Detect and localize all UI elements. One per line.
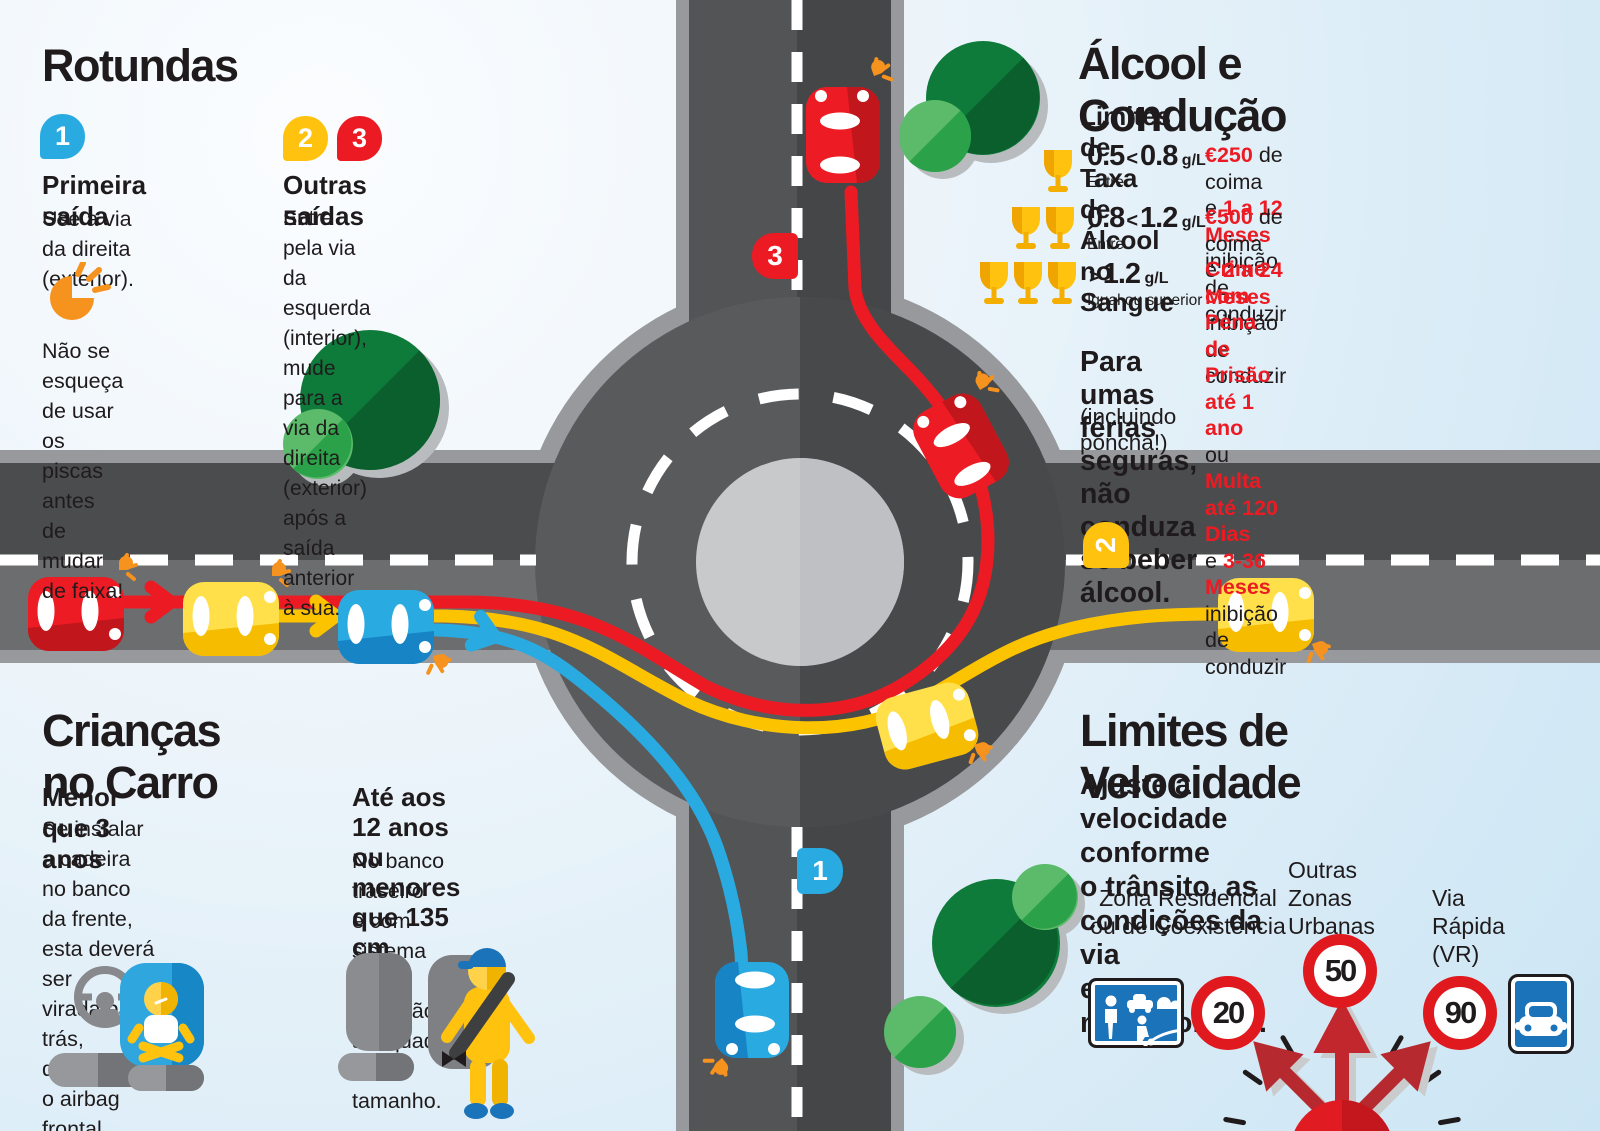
car-blue-exit-south [715, 962, 789, 1058]
speedometer-ticks [1223, 1035, 1461, 1126]
car-red-exit-north [806, 87, 880, 183]
children-title: Crianças no Carro [42, 705, 222, 808]
blinker-note: Não se esqueça de usar os piscas antes d… [42, 339, 124, 603]
bac-limit-1: 0.5<0.8 g/L Entre [1087, 140, 1206, 191]
route-blue [429, 623, 749, 981]
other-exits-heading: Outras saídas [283, 170, 367, 231]
speed-title: Limites de Velocidade [1080, 705, 1302, 808]
other-exits-body: Entre pela via da esquerda (interior), m… [283, 207, 371, 620]
under3-heading: Menor que 3 anos [42, 782, 120, 874]
residential-zone-sign [1088, 978, 1184, 1048]
zone-residential-label: Zona Residencial ou de Coexistência [1090, 885, 1286, 939]
penalty-3: Crime com Pena de Prisão até 1 ano ou Mu… [1205, 257, 1287, 679]
first-exit-body: Use a via da direita (exterior). [42, 207, 134, 291]
expressway-sign [1508, 974, 1574, 1054]
tree-southeast [884, 864, 1085, 1075]
alcohol-footer-note: (incluindo poncha!) [1080, 404, 1177, 455]
speed-sign-50: 50 [1303, 934, 1377, 1008]
tree-west [283, 330, 449, 486]
roundabout-exit2-badge: 2 [1083, 522, 1129, 568]
speed-sign-20: 20 [1191, 976, 1265, 1050]
child-seat-illustrations [48, 948, 535, 1119]
child-seatbelt-icon [338, 948, 535, 1119]
wine-glass-icons [970, 140, 1085, 310]
baby-seat-icon [120, 963, 204, 1091]
route-arrows [144, 580, 506, 652]
speed-sign-90: 90 [1423, 976, 1497, 1050]
trees [283, 41, 1085, 1075]
roundabout-exit3-badge: 3 [752, 233, 798, 279]
exit2-legend-badge: 2 [283, 116, 328, 161]
exit3-legend-badge: 3 [337, 116, 382, 161]
roundabouts-title: Rotundas [42, 40, 239, 91]
route-red [115, 185, 995, 717]
bac-limit-2: 0.8<1.2 g/L Entre [1087, 202, 1206, 253]
first-exit-heading: Primeira saída [42, 170, 147, 231]
car-yellow-queue [183, 582, 279, 656]
alcohol-footer: Para umas férias seguras, não conduza se… [1080, 346, 1198, 609]
tree-northeast [899, 41, 1048, 179]
under3-body: Se instalar a cadeira no banco da frente… [42, 817, 158, 1131]
bac-limit-3: >1.2 g/L Igual ou superior [1087, 258, 1203, 309]
speedometer [1223, 999, 1461, 1131]
alcohol-title: Álcool e Condução [1078, 38, 1287, 141]
alcohol-subtitle: Limites de Taxa de Álcool no Sangue [1080, 101, 1174, 317]
zone-expressway-label: Via Rápida (VR) [1432, 885, 1505, 967]
under12-heading: Até aos 12 anos ou menores que 135 cm [352, 782, 461, 962]
exit1-legend-badge: 1 [40, 114, 85, 159]
penalty-1: €250 de coima e 1 a 12 Meses inibição de… [1205, 143, 1287, 326]
zone-urban-label: Outras Zonas Urbanas [1288, 857, 1375, 939]
roundabout-exit1-badge: 1 [797, 848, 843, 894]
penalty-2: €500 de coima e 2 a 24 Meses inibição de… [1205, 205, 1287, 388]
blinker-icon [50, 262, 111, 320]
